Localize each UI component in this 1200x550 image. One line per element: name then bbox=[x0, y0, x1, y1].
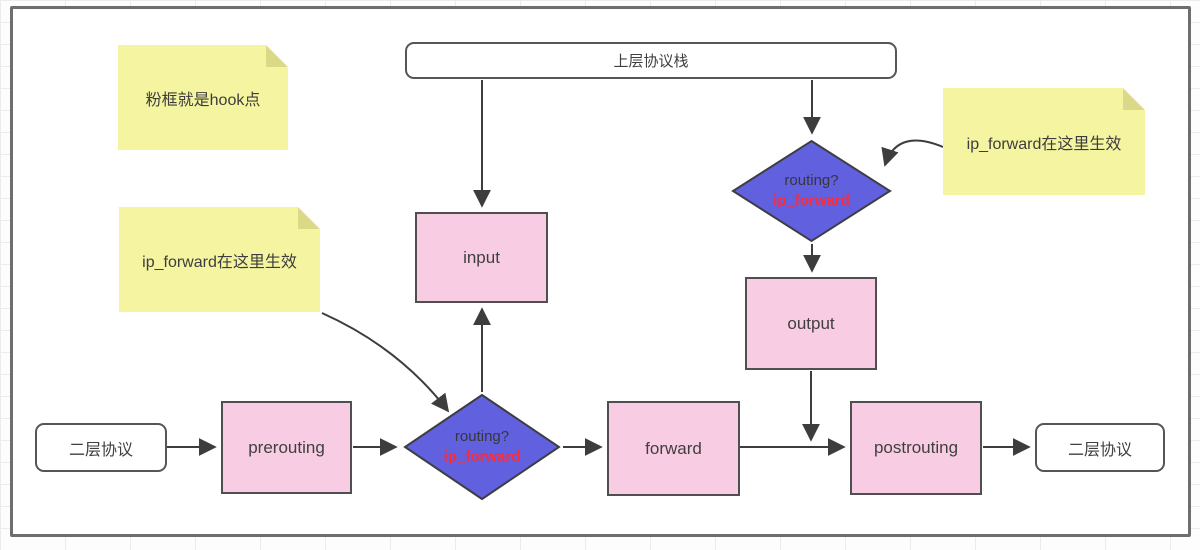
connector-note-to-routing-upper bbox=[881, 139, 944, 167]
hook-postrouting-label: postrouting bbox=[873, 438, 959, 457]
routing-lower-question: routing? bbox=[454, 427, 510, 445]
upper-protocol-stack-label: 上层协议栈 bbox=[613, 53, 689, 70]
diamond-shape bbox=[403, 393, 561, 501]
hook-postrouting-box[interactable]: postrouting bbox=[850, 401, 982, 495]
note-ipforward-left-text: ip_forward在这里生效 bbox=[142, 253, 297, 271]
layer2-protocol-right-box[interactable]: 二层协议 bbox=[1035, 423, 1165, 472]
hook-forward-label: forward bbox=[645, 438, 702, 458]
note-ipforward-left[interactable]: ip_forward在这里生效 bbox=[119, 207, 320, 312]
routing-lower-annotation: ip_forward bbox=[443, 448, 521, 465]
hook-prerouting-box[interactable]: prerouting bbox=[221, 401, 352, 494]
hook-output-label: output bbox=[787, 313, 835, 333]
layer2-protocol-left-label: 二层协议 bbox=[68, 441, 133, 459]
hook-input-label: input bbox=[463, 247, 500, 267]
hook-forward-box[interactable]: forward bbox=[607, 401, 740, 496]
connector-note-to-routing-lower bbox=[321, 312, 450, 413]
note-hook-point[interactable]: 粉框就是hook点 bbox=[118, 45, 288, 150]
upper-protocol-stack-box[interactable]: 上层协议栈 bbox=[405, 42, 897, 79]
routing-decision-upper[interactable]: routing? ip_forward bbox=[730, 139, 893, 243]
hook-input-box[interactable]: input bbox=[415, 212, 548, 303]
layer2-protocol-right-label: 二层协议 bbox=[1067, 441, 1132, 459]
layer2-protocol-left-box[interactable]: 二层协议 bbox=[35, 423, 167, 472]
routing-upper-annotation: ip_forward bbox=[773, 192, 850, 209]
routing-upper-question: routing? bbox=[784, 171, 839, 189]
routing-decision-lower[interactable]: routing? ip_forward bbox=[402, 393, 562, 501]
note-ipforward-right-text: ip_forward在这里生效 bbox=[966, 135, 1122, 153]
diamond-shape bbox=[731, 139, 892, 243]
hook-output-box[interactable]: output bbox=[745, 277, 877, 370]
note-ipforward-right[interactable]: ip_forward在这里生效 bbox=[943, 88, 1145, 195]
hook-prerouting-label: prerouting bbox=[248, 437, 325, 457]
note-hook-point-text: 粉框就是hook点 bbox=[145, 91, 261, 109]
